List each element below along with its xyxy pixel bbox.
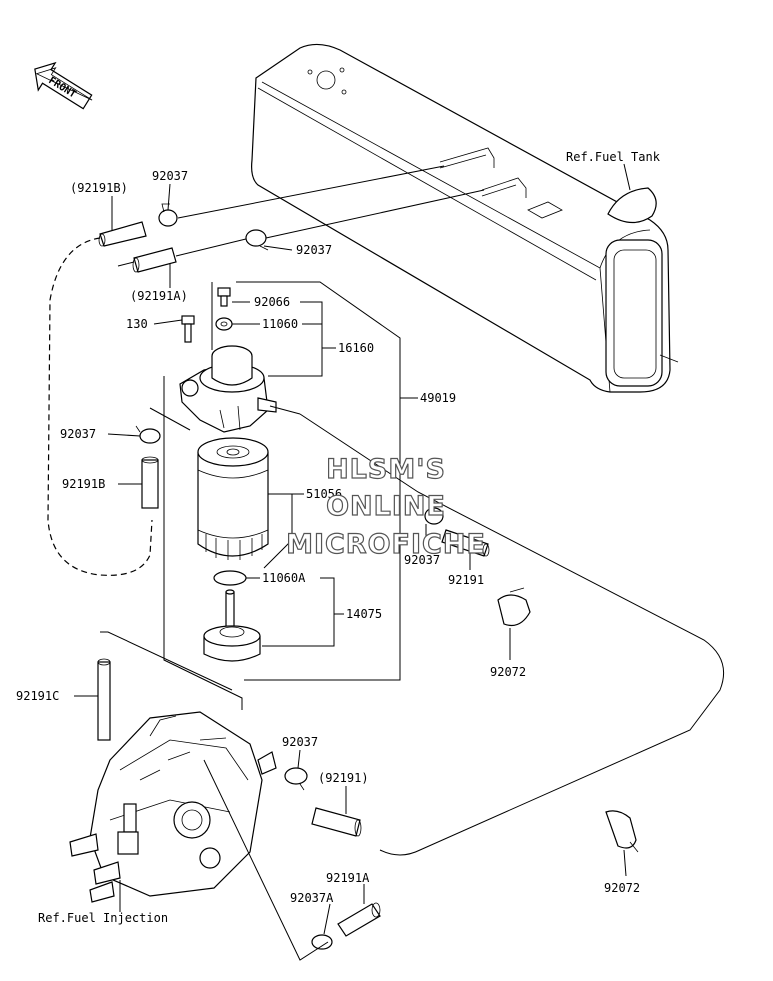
label-92191b-paren: (92191B) [70, 181, 128, 195]
hose-92191-lower [311, 807, 362, 837]
label-92066: 92066 [254, 295, 290, 309]
label-92191a-paren: (92191A) [130, 289, 188, 303]
watermark-line-3: MICROFICHE [286, 529, 486, 560]
label-49019: 49019 [420, 391, 456, 405]
hose-92191b-left [141, 456, 159, 509]
label-92037a: 92037A [290, 891, 334, 905]
hose-92191a-lower [337, 902, 381, 937]
hose-92191a-top [117, 247, 177, 273]
clamp-92037-pump [284, 767, 308, 791]
label-92191b: 92191B [62, 477, 105, 491]
drain-plug-14075 [203, 589, 261, 662]
label-130: 130 [126, 317, 148, 331]
clamp-92037-left [135, 425, 161, 444]
bolt-92066 [217, 287, 231, 307]
hose-92191c [97, 658, 111, 741]
leader-lines [74, 183, 627, 935]
injection-pump [69, 711, 277, 912]
ref-fuel-tank-label: Ref.Fuel Tank [566, 150, 661, 164]
clamp-92072-mid [497, 587, 531, 627]
bolt-130 [181, 315, 195, 343]
clamp-92037-mid [424, 507, 444, 525]
label-51056: 51056 [306, 487, 342, 501]
front-arrow-badge: FRONT [34, 61, 93, 110]
watermark: HLSM'S ONLINE MICROFICHE [285, 453, 486, 560]
hose-92191b-top [98, 221, 147, 247]
label-11060: 11060 [262, 317, 298, 331]
hose-92191-mid [441, 529, 490, 557]
filter-head-16160 [179, 345, 301, 433]
ref-fuel-injection-label: Ref.Fuel Injection [38, 911, 168, 925]
label-92037-top: 92037 [152, 169, 188, 183]
label-16160: 16160 [338, 341, 374, 355]
fuel-filter-51056 [197, 437, 269, 560]
label-92037-mid: 92037 [404, 553, 440, 567]
watermark-line-1: HLSM'S [326, 454, 446, 485]
label-92191-paren: (92191) [318, 771, 369, 785]
label-92037-left: 92037 [60, 427, 96, 441]
label-92072-bottom: 92072 [604, 881, 640, 895]
part-labels: Ref.Fuel Tank (92191B) 92037 92037 (9219… [16, 150, 661, 925]
label-92191a: 92191A [326, 871, 370, 885]
clamp-92037a [311, 934, 333, 950]
clamp-92072-bottom [605, 810, 639, 853]
o-ring-11060a [213, 570, 247, 586]
label-92037-tank: 92037 [296, 243, 332, 257]
tank-fuel-lines [175, 165, 485, 257]
clamp-92037-tank [245, 229, 269, 251]
washer-11060 [215, 317, 233, 331]
label-92037-pump: 92037 [282, 735, 318, 749]
return-line-dashed [47, 237, 153, 576]
label-14075: 14075 [346, 607, 382, 621]
outlet-fuel-line [299, 413, 724, 856]
assembly-brackets [100, 281, 401, 710]
pump-return-line [203, 759, 329, 961]
fuel-tank-pointer [607, 163, 657, 224]
fuel-tank [251, 43, 679, 393]
label-92072-mid: 92072 [490, 665, 526, 679]
watermark-line-2: ONLINE [326, 491, 446, 522]
label-92191c: 92191C [16, 689, 59, 703]
label-11060a: 11060A [262, 571, 306, 585]
label-92191: 92191 [448, 573, 484, 587]
